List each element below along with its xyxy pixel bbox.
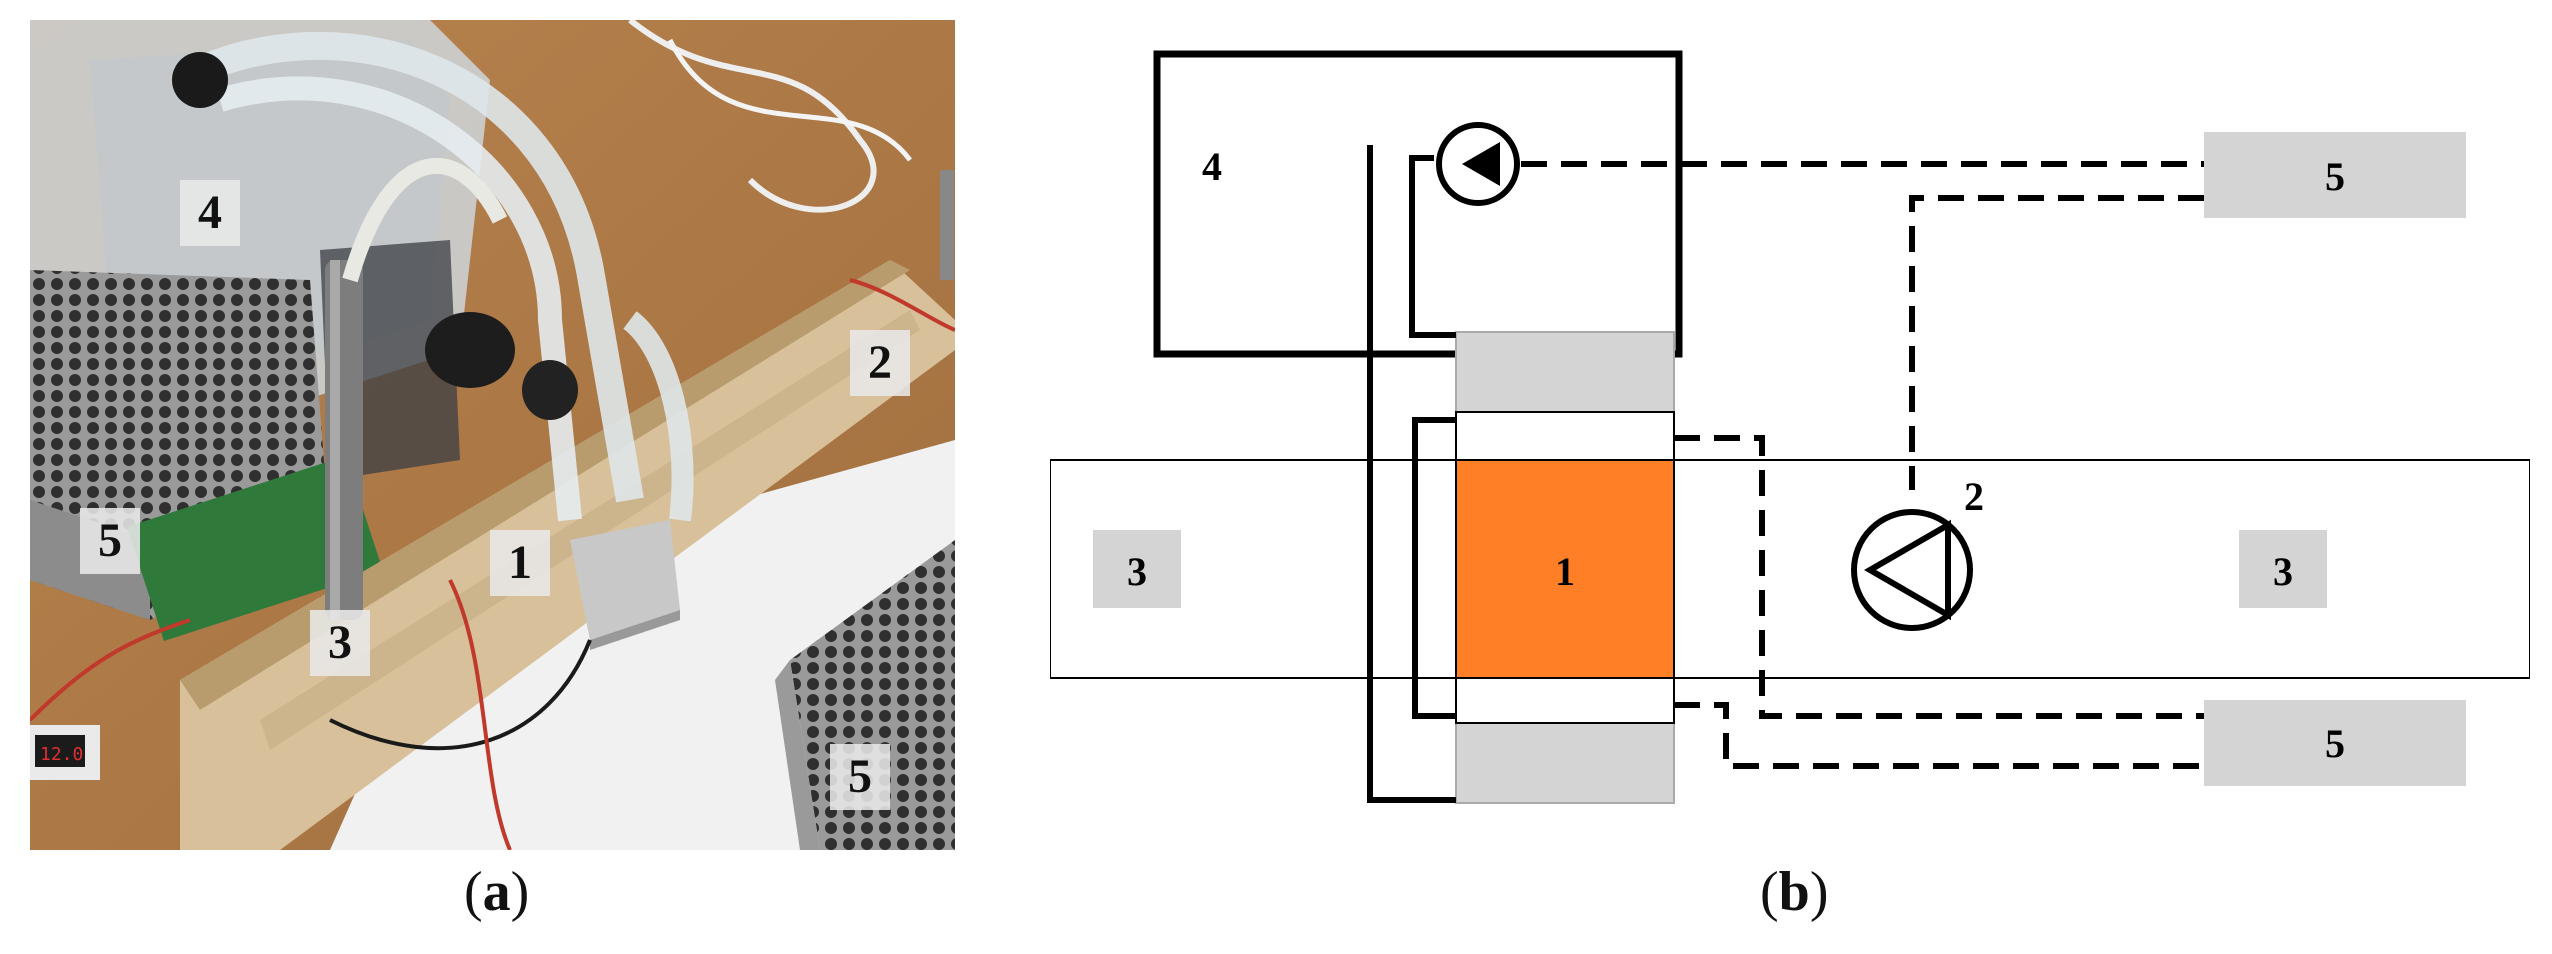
photo-label-supply-left: 5 <box>80 508 140 574</box>
svg-text:12.0: 12.0 <box>40 744 83 765</box>
photo-label-module: 1 <box>490 530 550 596</box>
circulation-pump-icon <box>1436 122 1520 206</box>
fan-icon <box>1851 509 1973 631</box>
power-supply-top-label: 5 <box>2325 154 2345 199</box>
power-supply-bottom-label: 5 <box>2325 721 2345 766</box>
duct-label-right: 3 <box>2273 549 2293 594</box>
duct-label-left: 3 <box>1127 549 1147 594</box>
power-supply-top-box <box>2204 132 2466 218</box>
duct-label-right-box <box>2239 530 2327 608</box>
cold-plate-top <box>1455 411 1675 461</box>
cold-plate-bottom <box>1455 677 1675 724</box>
setup-photo: 12.0 <box>30 20 955 850</box>
photo-label-pump: 2 <box>850 330 910 396</box>
photo-label-tank: 4 <box>180 180 240 246</box>
heatsink-top <box>1455 331 1675 413</box>
photo-label-supply-right: 5 <box>830 744 890 810</box>
water-loop-line <box>1412 417 1456 719</box>
tank-box <box>1153 50 1683 358</box>
photo-label-duct: 3 <box>310 610 370 676</box>
duct-label-left-box <box>1093 530 1181 608</box>
caption-a: (a) <box>464 861 530 923</box>
fan-label: 2 <box>1964 474 1984 519</box>
tank-label: 4 <box>1202 144 1222 189</box>
heatsink-bottom <box>1455 722 1675 804</box>
water-return-line <box>1367 145 1456 803</box>
photo-panel: 12.0 4 2 5 1 3 5 <box>30 20 955 850</box>
module-label: 1 <box>1555 549 1575 594</box>
water-supply-line <box>1409 155 1456 338</box>
power-lines-bottom <box>1674 435 2204 769</box>
schematic-panel: 2 3 3 1 4 5 5 <box>1049 40 2531 820</box>
caption-b: (b) <box>1760 861 1829 923</box>
thermoelectric-module <box>1455 459 1675 679</box>
power-lines-top <box>1521 161 2204 490</box>
schematic-diagram: 2 3 3 1 4 5 5 <box>1049 50 2531 804</box>
power-supply-bottom-box <box>2204 700 2466 786</box>
